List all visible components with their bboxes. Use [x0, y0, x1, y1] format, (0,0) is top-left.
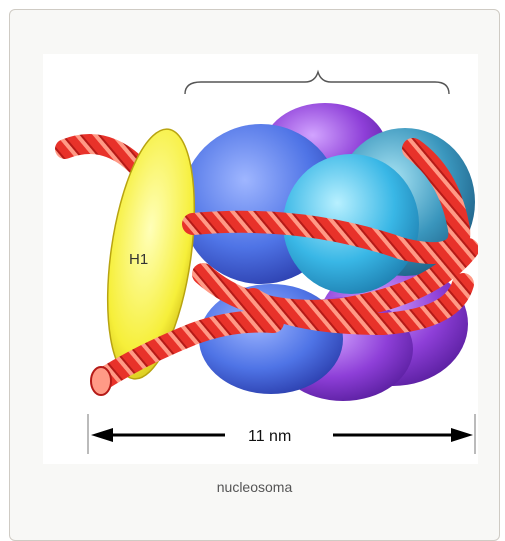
nucleosome-illustration: H1 11 nm: [43, 54, 478, 464]
dna-end: [91, 367, 111, 395]
figure-caption: nucleosoma: [10, 479, 499, 495]
bracket-icon: [185, 72, 449, 94]
nucleosome-figure: H1 11 nm: [43, 54, 478, 464]
scale-label: 11 nm: [248, 428, 291, 445]
h1-label: H1: [129, 251, 148, 268]
figure-card: H1 11 nm nucleosoma: [9, 9, 500, 541]
